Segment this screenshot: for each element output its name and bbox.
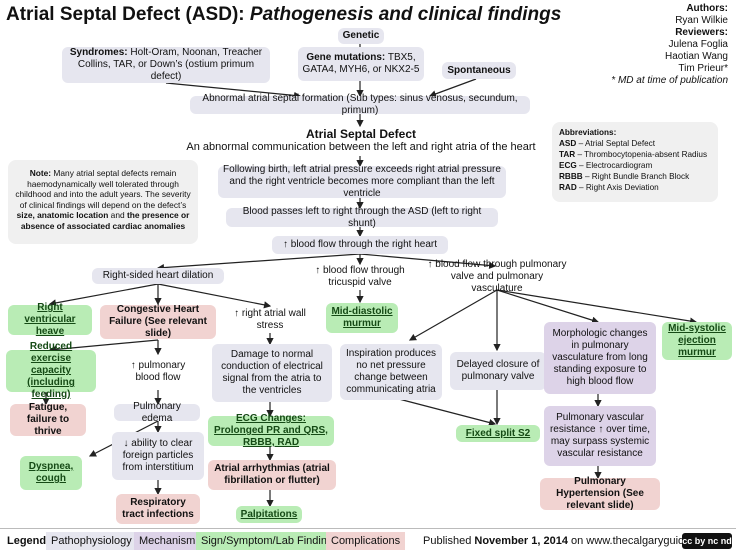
node-delayed-closure: Delayed closure of pulmonary valve xyxy=(450,352,546,390)
legend-sign-symptom: Sign/Symptom/Lab Finding xyxy=(196,532,339,550)
legend-mechanism: Mechanism xyxy=(134,532,201,550)
node-flow-right-heart: ↑ blood flow through the right heart xyxy=(272,236,448,254)
node-syndromes: Syndromes: Holt-Oram, Noonan, Treacher C… xyxy=(62,47,270,83)
node-following-birth: Following birth, left atrial pressure ex… xyxy=(218,164,506,199)
node-flow-pulmonary: ↑ blood flow through pulmonary valve and… xyxy=(427,259,567,294)
abbreviations-label: Abbreviations: xyxy=(559,128,617,137)
node-mid-diastolic-murmur: Mid-diastolic murmur xyxy=(326,303,398,333)
abbr-item: ASD – Atrial Septal Defect xyxy=(559,139,656,148)
abbr-item: TAR – Thrombocytopenia-absent Radius xyxy=(559,150,708,159)
node-flow-tricuspid: ↑ blood flow through tricuspid valve xyxy=(315,265,405,288)
node-inspiration: Inspiration produces no net pressure cha… xyxy=(340,344,442,400)
note-label: Note: xyxy=(29,168,52,178)
asd-heading: Atrial Septal Defect An abnormal communi… xyxy=(186,127,536,153)
node-fatigue: Fatigue, failure to thrive xyxy=(10,402,86,437)
legend-complications: Complications xyxy=(326,532,406,550)
node-clear-particles: ↓ ability to clear foreign particles fro… xyxy=(112,432,204,480)
node-blood-passes: Blood passes left to right through the A… xyxy=(226,206,498,229)
cc-license-icon: cc by nc nd xyxy=(682,533,732,549)
title-main: Atrial Septal Defect (ASD): xyxy=(6,4,245,25)
note-text: Many atrial septal defects remain haemod… xyxy=(15,168,191,210)
published-site: on www.thecalgaryguide.com xyxy=(571,535,715,547)
syndromes-label: Syndromes: xyxy=(69,47,128,58)
node-dyspnea: Dyspnea, cough xyxy=(20,456,82,490)
node-rv-heave: Right ventricular heave xyxy=(8,302,92,337)
gene-label: Gene mutations: xyxy=(306,52,386,63)
node-genetic: Genetic xyxy=(338,28,384,44)
reviewers-label: Reviewers: xyxy=(675,27,728,38)
node-morphologic-changes: Morphologic changes in pulmonary vascula… xyxy=(544,322,656,394)
authors-block: Authors: Ryan Wilkie Reviewers: Julena F… xyxy=(611,3,728,87)
node-fixed-split-s2: Fixed split S2 xyxy=(456,425,540,442)
node-rh-dilation: Right-sided heart dilation xyxy=(92,268,224,284)
published-date: November 1, 2014 xyxy=(474,535,568,547)
node-palpitations: Palpitations xyxy=(236,506,302,523)
node-pulmonary-hypertension: Pulmonary Hypertension (See relevant sli… xyxy=(540,476,660,511)
node-reduced-exercise: Reduced exercise capacity (including fee… xyxy=(6,341,96,400)
reviewer-name: Julena Foglia xyxy=(668,39,728,50)
node-pulmonary-edema: Pulmonary edema xyxy=(114,401,200,424)
node-ra-stress: ↑ right atrial wall stress xyxy=(234,307,306,331)
abbr-item: RBBB – Right Bundle Branch Block xyxy=(559,172,690,181)
page-title: Atrial Septal Defect (ASD): Pathogenesis… xyxy=(6,4,561,26)
gene-text: TBX5, GATA4, MYH6, or NKX2-5 xyxy=(302,52,420,75)
node-arrhythmias: Atrial arrhythmias (atrial fibrillation … xyxy=(208,460,336,490)
authors-note: * MD at time of publication xyxy=(611,75,728,86)
legend-label: Legend: xyxy=(7,535,50,547)
reviewer-name: Tim Prieur* xyxy=(678,63,728,74)
authors-label: Authors: xyxy=(686,3,728,14)
asd-definition: An abnormal communication between the le… xyxy=(186,141,536,153)
author-name: Ryan Wilkie xyxy=(675,15,728,26)
node-conduction-damage: Damage to normal conduction of electrica… xyxy=(212,344,332,402)
node-spontaneous: Spontaneous xyxy=(442,62,516,79)
node-chf: Congestive Heart Failure (See relevant s… xyxy=(100,304,216,339)
node-respiratory-infections: Respiratory tract infections xyxy=(116,494,200,524)
node-pulmonary-blood-flow: ↑ pulmonary blood flow xyxy=(130,360,186,383)
legend-pathophysiology: Pathophysiology xyxy=(46,532,137,550)
node-pvr: Pulmonary vascular resistance ↑ over tim… xyxy=(544,406,656,466)
published-line: Published November 1, 2014 on www.thecal… xyxy=(423,535,715,547)
node-abnormal-septal-formation: Abnormal atrial septal formation (Sub ty… xyxy=(190,93,530,116)
note-bold-2: the presence or absence of associated ca… xyxy=(20,210,190,231)
abbr-item: RAD – Right Axis Deviation xyxy=(559,183,659,192)
note-bold-1: size, anatomic location xyxy=(16,210,109,220)
abbr-item: ECG – Electrocardiogram xyxy=(559,161,653,170)
legend-divider xyxy=(0,528,736,529)
syndromes-text: Holt-Oram, Noonan, Treacher Collins, TAR… xyxy=(77,47,263,82)
reviewer-name: Haotian Wang xyxy=(665,51,728,62)
node-mid-systolic-murmur: Mid-systolic ejection murmur xyxy=(662,322,732,360)
title-sub: Pathogenesis and clinical findings xyxy=(249,4,562,25)
note-and: and xyxy=(110,210,125,220)
note-box: Note: Many atrial septal defects remain … xyxy=(8,160,198,244)
asd-title: Atrial Septal Defect xyxy=(305,127,417,141)
node-ecg-changes: ECG Changes: Prolonged PR and QRS, RBBB,… xyxy=(208,413,334,448)
abbreviations-box: Abbreviations: ASD – Atrial Septal Defec… xyxy=(552,122,718,202)
node-gene-mutations: Gene mutations: TBX5, GATA4, MYH6, or NK… xyxy=(298,47,424,81)
